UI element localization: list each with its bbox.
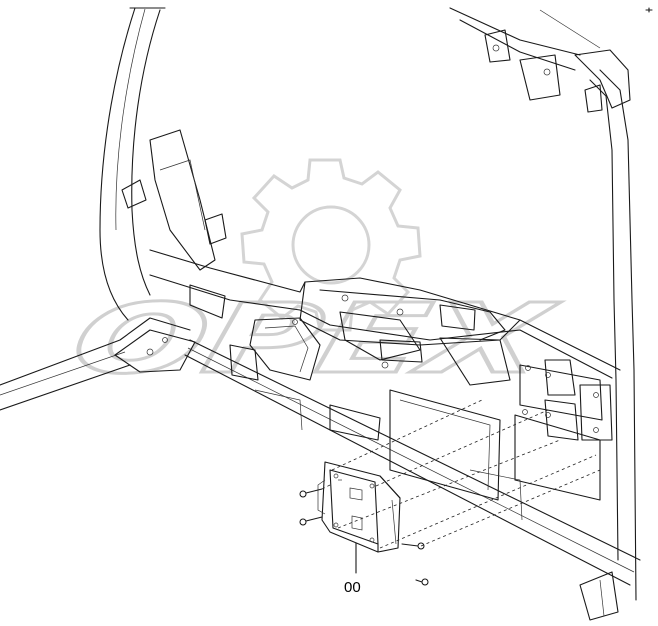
cab-frame: [99, 7, 637, 601]
rear-wall-panel: [149, 249, 621, 521]
assembly-lines: [321, 399, 601, 549]
callout-label: 00: [344, 579, 361, 596]
fasteners: [299, 488, 429, 586]
control-module-part: [317, 461, 401, 553]
screw-icon: [401, 542, 425, 550]
right-pillar: [599, 69, 637, 601]
left-pillar: [99, 7, 136, 321]
floor-sill: [0, 317, 641, 621]
gear-icon: [240, 158, 422, 332]
screw-icon: [299, 488, 323, 498]
screw-icon: [415, 578, 429, 586]
screw-icon: [299, 516, 323, 526]
watermark: OPEX: [60, 158, 569, 396]
